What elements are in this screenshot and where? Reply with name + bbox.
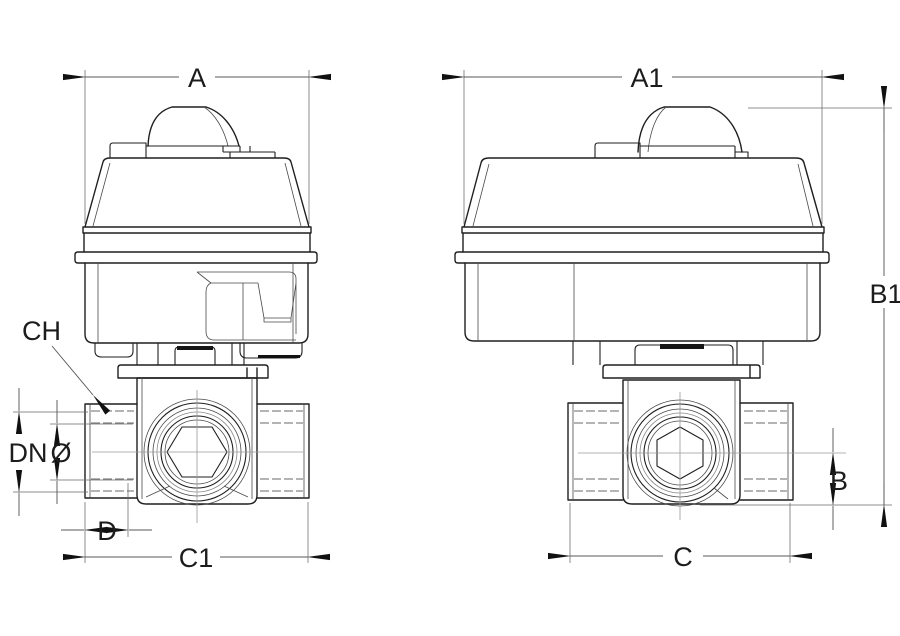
dim-C1: C1: [63, 502, 330, 573]
dim-dn-label: DN: [9, 438, 48, 468]
side-centerlines: [578, 392, 846, 520]
dim-ch-label: CH: [22, 316, 61, 346]
dim-D: D: [61, 483, 152, 563]
dim-b1-label: B1: [869, 279, 900, 309]
valve-right-port: [739, 402, 794, 501]
valve-center-block-inner-lines: [627, 380, 736, 499]
side-view: A1 B1 B C: [442, 62, 900, 572]
actuator-connector-detail: [196, 271, 297, 341]
dim-diameter: Ø: [50, 400, 133, 504]
dim-a1-label-bg: [622, 62, 672, 90]
valve-center-block-inner-lines: [141, 378, 253, 499]
actuator-top-plate: [594, 142, 749, 158]
actuator-dome-inner-line: [647, 106, 667, 153]
dim-C: C: [548, 503, 812, 572]
dim-c-label: C: [673, 542, 693, 572]
actuator-dome: [637, 106, 743, 153]
stem-black-band: [177, 346, 213, 350]
valve-left-port: [84, 403, 138, 499]
bottom-chamfer-lines: [145, 485, 249, 498]
stem-black-band: [660, 344, 704, 349]
dim-dn-extension-lines: [13, 411, 88, 493]
dim-b1-label-bg: [862, 276, 900, 308]
mounting-flange: [602, 364, 761, 379]
front-actuator: [74, 106, 318, 379]
dim-c-label-bg: [663, 541, 703, 569]
mounting-flange: [117, 364, 269, 379]
front-centerlines: [92, 390, 303, 523]
actuator-dome-inner-line: [203, 106, 229, 147]
actuator-base: [464, 262, 821, 342]
front-view: A CH DN Ø D: [9, 62, 331, 573]
actuator-flange: [454, 251, 830, 264]
dim-a-label-bg: [179, 62, 215, 90]
valve-left-port: [567, 402, 624, 501]
stem-columns: [572, 341, 764, 365]
dim-a1-extension-lines: [463, 70, 823, 224]
dim-d-label: D: [97, 516, 117, 546]
dim-CH: CH: [22, 316, 111, 415]
dim-A: A: [63, 62, 331, 224]
dim-B: B: [829, 428, 848, 530]
actuator-flange: [74, 251, 318, 264]
side-actuator: [454, 106, 830, 379]
valve-right-port-threads: [744, 410, 787, 492]
bottom-chamfer-line: [713, 487, 729, 500]
actuator-top-plate: [109, 142, 276, 158]
dim-c1-label: C1: [179, 543, 214, 573]
dim-a1-label: A1: [630, 63, 663, 93]
actuator-base-inner-lines: [477, 263, 808, 341]
valve-center-block: [622, 379, 741, 505]
dim-a-label: A: [188, 63, 206, 93]
dim-B1: B1: [700, 86, 900, 527]
dim-dia-extension-lines: [50, 423, 133, 481]
actuator-housing-inner-lines: [92, 162, 302, 227]
valve-right-port: [256, 403, 310, 499]
dim-dia-label: Ø: [50, 438, 71, 468]
stem-columns: [136, 343, 245, 365]
actuator-base-inner-lines: [97, 263, 294, 343]
dim-DN: DN: [9, 388, 88, 516]
dim-a-extension-lines: [84, 70, 310, 224]
dim-A1: A1: [442, 62, 844, 224]
actuator-housing: [461, 157, 825, 253]
actuator-housing: [82, 157, 312, 253]
valve-right-port-threads: [260, 410, 303, 492]
side-valve-body: [567, 379, 794, 507]
actuator-base: [84, 262, 309, 344]
dim-ch-leader: [51, 345, 111, 415]
actuator-dome: [147, 106, 240, 147]
actuator-housing-inner-lines: [472, 163, 814, 227]
dim-c1-label-bg: [172, 542, 220, 570]
valve-left-port-threads: [574, 410, 619, 492]
valve-center-block: [136, 377, 258, 505]
valve-left-port-threads: [91, 410, 134, 492]
dim-b-label: B: [830, 466, 848, 496]
